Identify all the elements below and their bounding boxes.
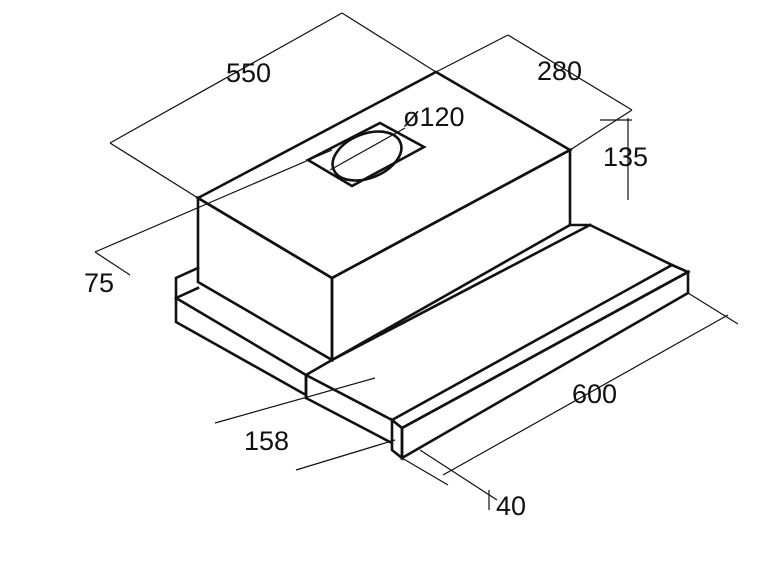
dim-600-line <box>442 314 729 476</box>
lower-slab-back-edge <box>568 223 674 267</box>
dim-550-ext-left <box>109 142 199 199</box>
dim-75-ext <box>94 251 131 276</box>
dim-550-ext-right <box>341 12 437 73</box>
drawer-right-edge <box>330 223 592 362</box>
dimension-lines <box>94 12 739 510</box>
label-158: 158 <box>244 426 289 456</box>
visor-front-face <box>390 417 404 461</box>
label-120: ø120 <box>403 102 465 132</box>
label-600: 600 <box>572 379 617 409</box>
label-75: 75 <box>84 268 114 298</box>
lower-slab-left-top <box>174 266 200 301</box>
dim-120-leader <box>329 127 406 171</box>
dim-75-line <box>94 149 333 253</box>
drawer-top-surface <box>304 358 394 444</box>
label-40: 40 <box>496 491 526 521</box>
dim-600-ext-left <box>401 457 449 486</box>
label-135: 135 <box>603 142 648 172</box>
dim-280-line <box>507 34 633 111</box>
outlet-ring <box>331 130 403 182</box>
dim-600-ext-right <box>687 292 739 325</box>
top-box-front-face <box>196 195 334 363</box>
outlet-collar-plate <box>305 121 427 188</box>
dim-550-line <box>109 12 343 144</box>
label-550: 550 <box>226 58 271 88</box>
dimension-labels: 550 280 135 ø120 75 600 158 40 <box>84 56 648 521</box>
lower-slab-top-edge <box>174 296 308 377</box>
label-280: 280 <box>537 56 582 86</box>
dim-280-ext-right <box>569 109 633 151</box>
dim-40-line <box>419 449 498 501</box>
visor-top-face <box>389 263 691 430</box>
dim-158-line <box>214 377 376 424</box>
dim-280-ext-left <box>435 34 509 73</box>
lower-slab-front-face <box>174 296 308 398</box>
top-box-top-face <box>195 70 573 280</box>
dim-158-ext-bottom <box>295 439 396 471</box>
